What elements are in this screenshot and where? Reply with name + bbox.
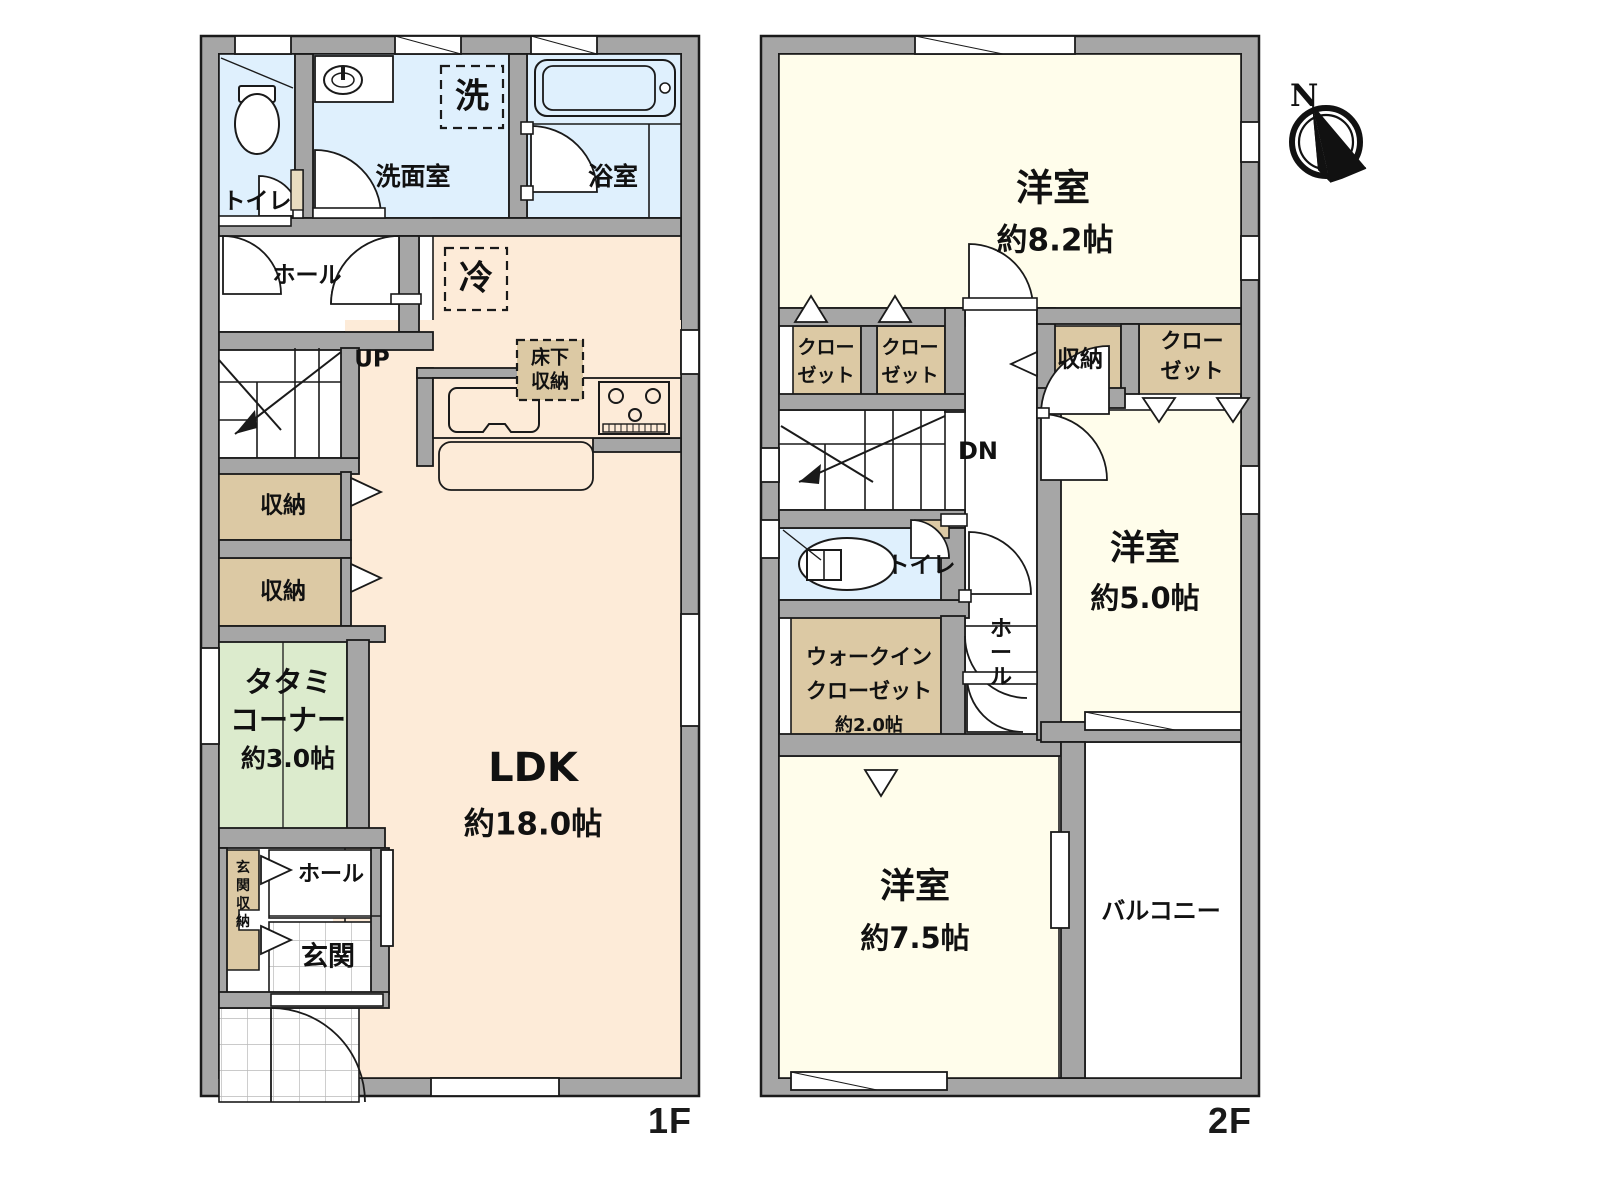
label-balcony: バルコニー — [1101, 897, 1221, 925]
label-washroom: 洗面室 — [375, 162, 450, 191]
toilet-icon-2f — [782, 519, 950, 591]
floor-label-1f: 1F — [648, 1100, 693, 1141]
svg-text:ー: ー — [990, 641, 1012, 666]
label-hall-upper: ホール — [273, 263, 342, 289]
label-underfloor-1: 床下 — [531, 346, 569, 369]
label-closet3-a: クロー — [1161, 329, 1224, 353]
entrance-door — [270, 1007, 366, 1103]
label-bed50-area: 約5.0帖 — [1090, 581, 1199, 615]
svg-text:玄: 玄 — [236, 859, 250, 876]
label-washer: 洗 — [455, 77, 489, 117]
bathtub-icon — [527, 59, 681, 218]
washer-marker — [439, 64, 505, 130]
label-bed50: 洋室 — [1110, 528, 1180, 569]
label-closet1-a: クロー — [797, 337, 854, 359]
label-tatami-area: 約3.0帖 — [241, 744, 335, 773]
windows-2f — [760, 35, 1260, 1091]
label-toilet-1f: トイレ — [223, 189, 292, 215]
label-closet2-a: クロー — [881, 337, 938, 359]
sink-icon — [314, 55, 394, 103]
shuno-arrow — [1008, 350, 1038, 378]
label-ldk: LDK — [488, 745, 580, 791]
toilet-icon-1f — [220, 57, 294, 155]
label-tatami-1: タタミ — [244, 665, 331, 699]
svg-text:納: 納 — [236, 913, 250, 930]
label-underfloor-2: 収納 — [531, 370, 569, 393]
floor-2f-plan: 洋室 約8.2帖 クロー ゼット クロー ゼット 収納 クロー ゼット トイレ … — [755, 30, 1265, 1120]
closet-door-arrow — [793, 294, 1251, 798]
label-storage-b: 収納 — [260, 578, 306, 605]
compass-rose: N — [1268, 78, 1378, 193]
label-genkan: 玄関 — [301, 941, 355, 973]
label-bed75-area: 約7.5帖 — [860, 921, 969, 955]
label-closet3-b: ゼット — [1161, 359, 1224, 383]
label-wic-a: ウォークイン — [806, 645, 932, 669]
label-toilet-2f: トイレ — [887, 553, 956, 579]
svg-text:ホ: ホ — [990, 617, 1012, 642]
genkan-step — [269, 915, 387, 1007]
fridge-marker — [443, 246, 509, 312]
label-bath: 浴室 — [588, 162, 638, 191]
windows-1f — [200, 35, 700, 1097]
door-swings-1f — [222, 125, 598, 305]
label-wic-area: 約2.0帖 — [835, 714, 903, 736]
label-wic-b: クローゼット — [806, 679, 932, 703]
label-closet1-b: ゼット — [797, 364, 854, 387]
label-stair-up: UP — [354, 347, 390, 373]
label-tatami-2: コーナー — [230, 703, 346, 737]
label-shuno: 収納 — [1057, 346, 1103, 373]
stairs-dn-icon — [779, 410, 946, 510]
stairs-up-icon — [218, 348, 342, 458]
label-bed82: 洋室 — [1016, 167, 1090, 210]
svg-text:関: 関 — [236, 878, 250, 894]
svg-text:収: 収 — [236, 895, 251, 912]
underfloor-marker — [515, 338, 585, 402]
label-hall-lower: ホール — [298, 862, 364, 887]
label-bed75: 洋室 — [880, 866, 950, 907]
svg-text:ル: ル — [990, 665, 1012, 690]
closet-arrow — [260, 476, 384, 956]
label-fridge: 冷 — [459, 259, 493, 299]
label-genkan-shuno: 玄 関 収 納 — [236, 859, 251, 930]
label-hall-2f: ホ ー ル — [990, 617, 1012, 690]
label-ldk-area: 約18.0帖 — [464, 807, 603, 843]
floor-label-2f: 2F — [1208, 1100, 1253, 1141]
label-storage-a: 収納 — [260, 492, 306, 519]
label-closet2-b: ゼット — [881, 364, 938, 387]
dashed-markers-1f — [439, 64, 585, 402]
fixtures-2f — [779, 243, 1251, 798]
door-swings-2f — [910, 243, 1110, 733]
floor-1f-plan: トイレ 洗面室 浴室 ホール 収納 収納 タタミ コーナー 約3.0帖 LDK … — [195, 30, 705, 1120]
label-stair-dn: DN — [958, 437, 998, 465]
label-bed82-area: 約8.2帖 — [997, 223, 1114, 259]
